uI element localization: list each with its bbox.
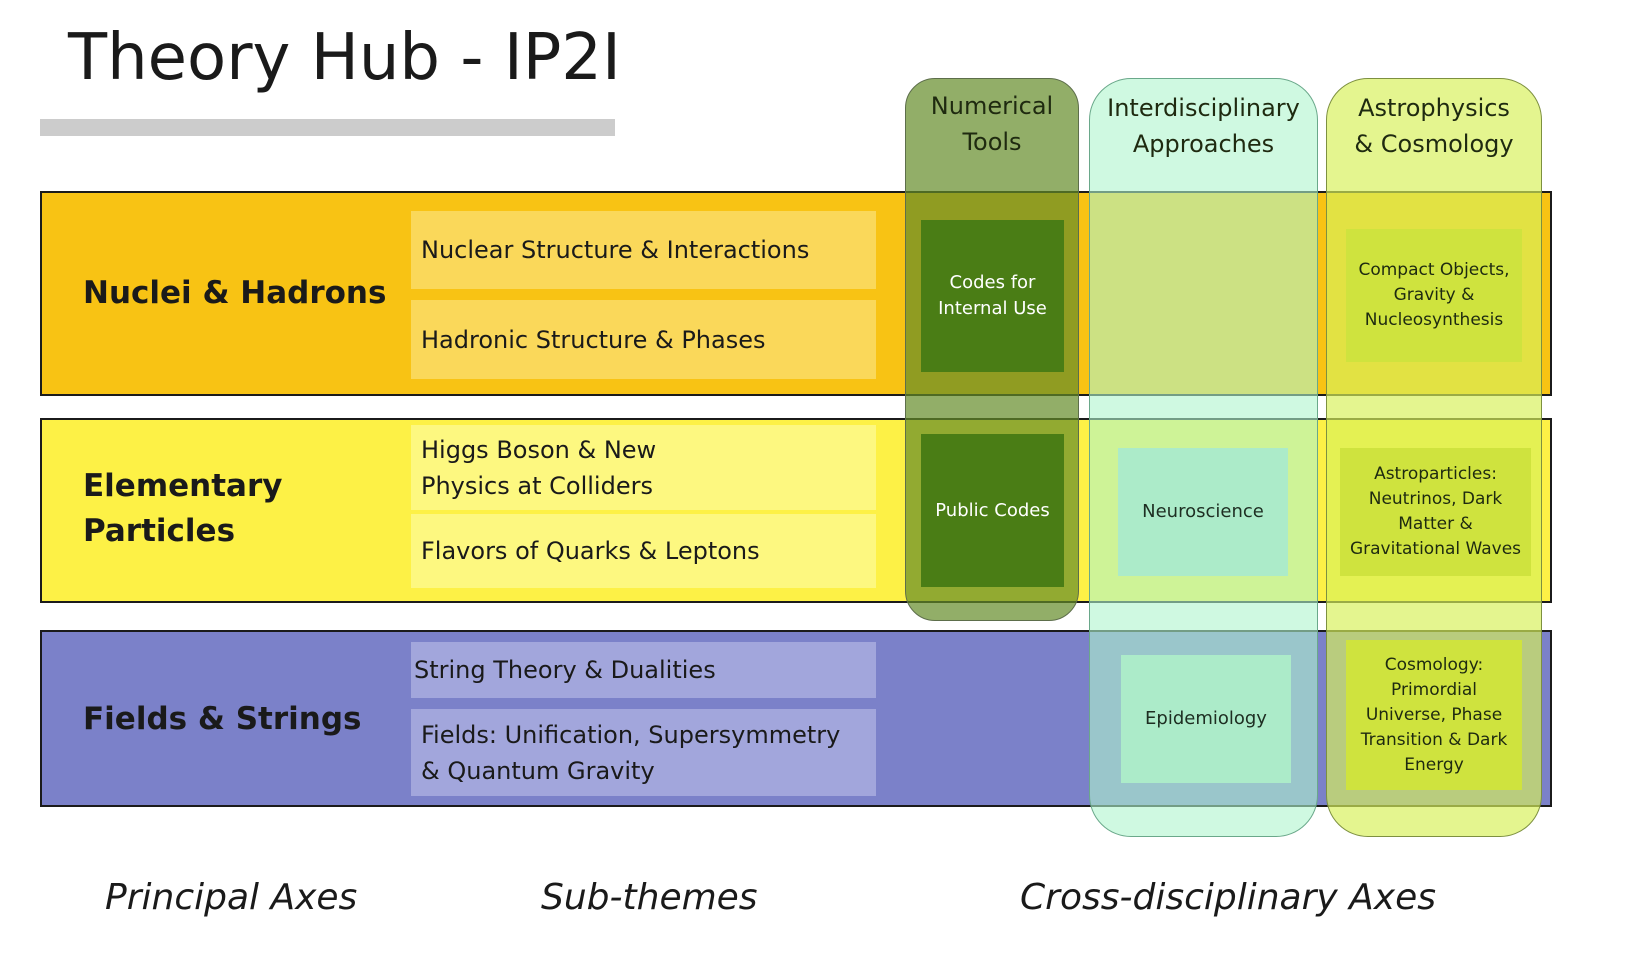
box-label: Codes for Internal Use <box>938 272 1047 319</box>
caption-sub-themes: Sub-themes <box>541 877 758 918</box>
box-neuroscience: Neuroscience <box>1118 448 1288 576</box>
subtheme-nuclear-structure: Nuclear Structure & Interactions <box>411 211 876 289</box>
axis-label-nuclei-hadrons: Nuclei & Hadrons <box>83 275 387 311</box>
subtheme-hadronic-structure: Hadronic Structure & Phases <box>411 300 876 379</box>
box-cosmology: Cosmology: Primordial Universe, Phase Tr… <box>1346 640 1522 790</box>
axis-label-elementary-particles: Elementary Particles <box>83 468 283 549</box>
column-header-astrophysics: Astrophysics & Cosmology <box>1354 94 1514 158</box>
subtheme-label: String Theory & Dualities <box>414 656 716 684</box>
box-label: Compact Objects, Gravity & Nucleosynthes… <box>1358 260 1510 330</box>
axis-label-fields-strings: Fields & Strings <box>83 701 362 737</box>
subtheme-label: Flavors of Quarks & Leptons <box>421 537 760 565</box>
box-astroparticles: Astroparticles: Neutrinos, Dark Matter &… <box>1340 448 1531 576</box>
subtheme-string-theory: String Theory & Dualities <box>411 642 876 698</box>
subtheme-fields-unification: Fields: Unification, Supersymmetry & Qua… <box>411 709 876 796</box>
caption-principal-axes: Principal Axes <box>105 877 358 918</box>
subtheme-label: Fields: Unification, Supersymmetry & Qua… <box>421 720 841 785</box>
subtheme-higgs-boson: Higgs Boson & New Physics at Colliders <box>411 425 876 510</box>
page-title: Theory Hub - IP2I <box>68 21 621 95</box>
box-compact-objects: Compact Objects, Gravity & Nucleosynthes… <box>1346 229 1522 362</box>
caption-cross-disciplinary-axes: Cross-disciplinary Axes <box>1020 877 1436 918</box>
box-label: Cosmology: Primordial Universe, Phase Tr… <box>1360 654 1508 775</box>
subtheme-label: Nuclear Structure & Interactions <box>421 236 810 264</box>
subtheme-flavors: Flavors of Quarks & Leptons <box>411 514 876 588</box>
subtheme-label: Higgs Boson & New Physics at Colliders <box>421 435 657 500</box>
box-epidemiology: Epidemiology <box>1121 655 1291 783</box>
box-label: Public Codes <box>935 499 1050 521</box>
title-underline-bar <box>40 119 615 136</box>
box-public-codes: Public Codes <box>921 434 1064 587</box>
subtheme-label: Hadronic Structure & Phases <box>421 325 766 354</box>
box-label: Epidemiology <box>1145 708 1267 729</box>
box-label: Astroparticles: Neutrinos, Dark Matter &… <box>1349 464 1522 559</box>
box-codes-internal-use: Codes for Internal Use <box>921 220 1064 372</box>
column-header-numerical-tools: Numerical Tools <box>930 92 1054 156</box>
box-label: Neuroscience <box>1142 501 1264 522</box>
column-header-interdisciplinary: Interdisciplinary Approaches <box>1107 94 1300 158</box>
